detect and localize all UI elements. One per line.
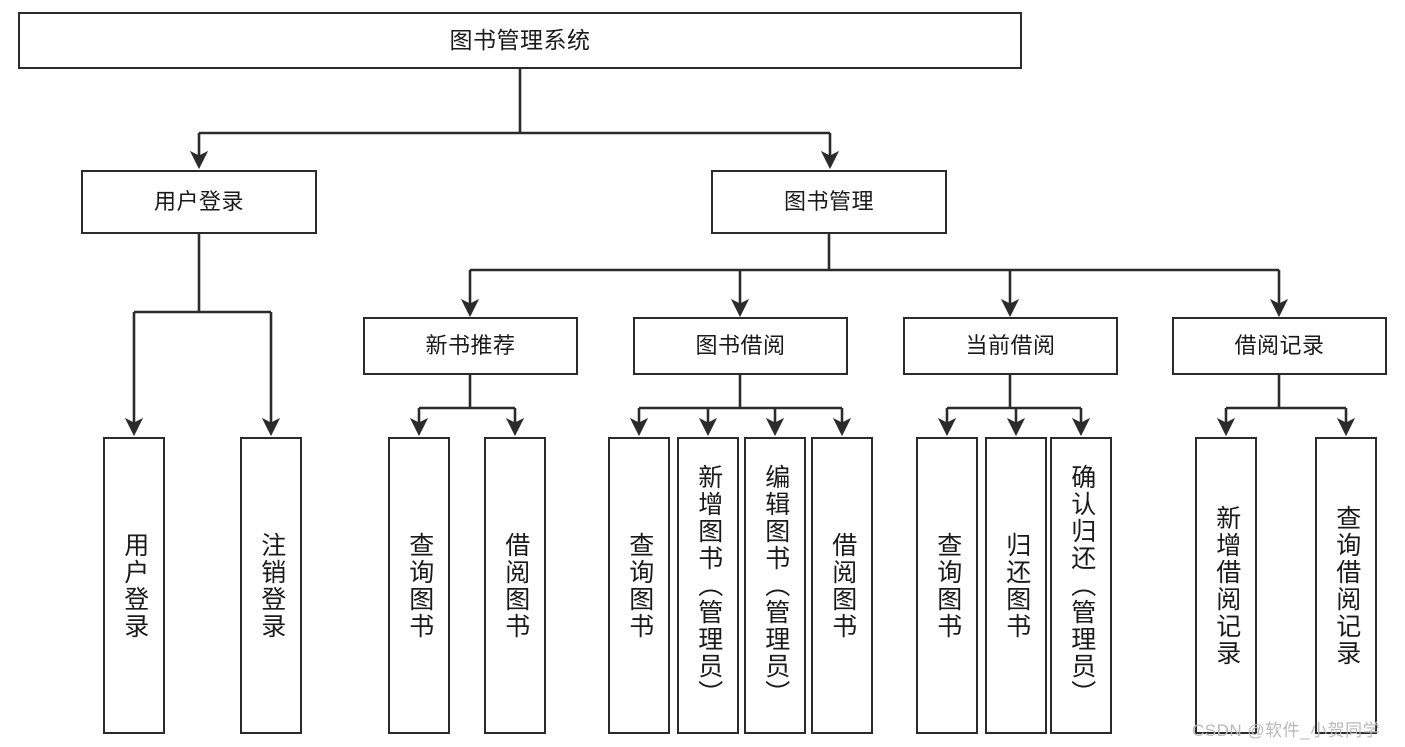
node-root-system[interactable]: 图书管理系统 (18, 12, 1022, 69)
node-label: 图书管理系统 (449, 27, 591, 54)
node-label: 新书推荐 (425, 333, 516, 359)
node-user-login[interactable]: 用户登录 (81, 170, 317, 234)
node-new-book-recommend[interactable]: 新书推荐 (363, 317, 578, 375)
node-label: 借阅记录 (1234, 333, 1325, 359)
node-label: 编辑图书（管理员） (761, 464, 790, 707)
node-label: 图书管理 (783, 189, 874, 215)
node-label: 借阅图书 (501, 531, 530, 640)
node-leaf-query-book-2[interactable]: 查询图书 (608, 437, 670, 734)
node-leaf-query-book-3[interactable]: 查询图书 (916, 437, 978, 734)
node-leaf-edit-book[interactable]: 编辑图书（管理员） (744, 437, 806, 734)
node-label: 新增图书（管理员） (694, 464, 723, 707)
node-leaf-user-login[interactable]: 用户登录 (103, 437, 165, 734)
node-label: 查询图书 (933, 531, 962, 640)
node-book-borrow[interactable]: 图书借阅 (633, 317, 848, 375)
node-leaf-borrow-book-2[interactable]: 借阅图书 (811, 437, 873, 734)
node-label: 归还图书 (1002, 531, 1031, 640)
node-label: 图书借阅 (695, 333, 786, 359)
node-leaf-logout-login[interactable]: 注销登录 (240, 437, 302, 734)
node-label: 用户登录 (153, 189, 244, 215)
node-leaf-confirm-return[interactable]: 确认归还（管理员） (1050, 437, 1112, 734)
node-leaf-query-book-1[interactable]: 查询图书 (388, 437, 450, 734)
node-label: 查询图书 (405, 531, 434, 640)
node-leaf-add-record[interactable]: 新增借阅记录 (1195, 437, 1257, 734)
node-label: 查询图书 (625, 531, 654, 640)
node-current-borrow[interactable]: 当前借阅 (903, 317, 1118, 375)
node-leaf-query-record[interactable]: 查询借阅记录 (1315, 437, 1377, 734)
node-book-manage[interactable]: 图书管理 (711, 170, 947, 234)
node-label: 借阅图书 (828, 531, 857, 640)
node-label: 用户登录 (120, 531, 149, 640)
node-leaf-borrow-book-1[interactable]: 借阅图书 (484, 437, 546, 734)
node-label: 新增借阅记录 (1212, 504, 1241, 667)
node-borrow-record[interactable]: 借阅记录 (1172, 317, 1387, 375)
node-leaf-return-book[interactable]: 归还图书 (985, 437, 1047, 734)
node-label: 当前借阅 (965, 333, 1056, 359)
node-label: 查询借阅记录 (1332, 504, 1361, 667)
csdn-watermark: CSDN @软件_小贺同学 (1192, 721, 1381, 740)
node-leaf-add-book[interactable]: 新增图书（管理员） (677, 437, 739, 734)
node-label: 注销登录 (257, 531, 286, 640)
node-label: 确认归还（管理员） (1067, 464, 1096, 707)
